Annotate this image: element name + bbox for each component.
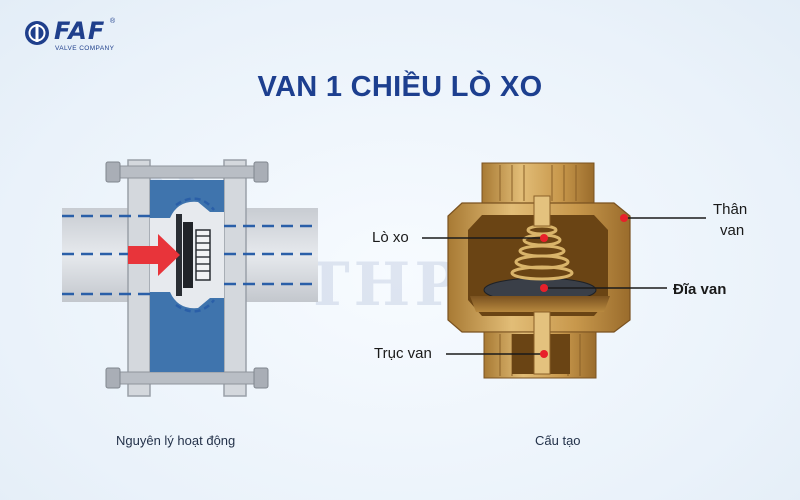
- flow-arrow-icon: [128, 234, 180, 276]
- callout-markers: [540, 214, 628, 358]
- logo-text: FAF: [54, 17, 106, 45]
- valve-cavity-outline: [175, 197, 215, 313]
- label-disc: Đĩa van: [673, 281, 727, 298]
- label-spring: Lò xo: [372, 229, 409, 246]
- structure-diagram: [422, 162, 706, 379]
- page-title: VAN 1 CHIỀU LÒ XO: [257, 71, 543, 103]
- flange-right: [223, 159, 247, 397]
- caption-structure: Cấu tạo: [535, 433, 581, 448]
- valve-seat: [470, 296, 610, 312]
- callout-lines: [422, 217, 706, 355]
- valve-stem-top: [533, 195, 551, 227]
- flow-lines: [62, 214, 318, 296]
- marker-body: [620, 214, 628, 222]
- logo-registered-mark: ®: [110, 18, 116, 25]
- valve-stem-lower: [533, 311, 551, 375]
- flange-left: [127, 159, 151, 397]
- label-body-line1: Thân: [713, 201, 748, 218]
- caption-working-principle: Nguyên lý hoạt động: [116, 433, 236, 448]
- faf-logo-mark-icon: [25, 21, 49, 45]
- valve-top-threads: [481, 162, 595, 204]
- top-thread-ridges: [499, 165, 577, 201]
- faf-logo: FAF ® VALVE COMPANY: [24, 16, 124, 54]
- label-body-line2: van: [720, 222, 745, 239]
- marker-disc: [540, 284, 548, 292]
- marker-stem: [540, 350, 548, 358]
- bolt-top: [105, 161, 269, 183]
- label-stem: Trục van: [374, 345, 432, 362]
- valve-spring-coil: [510, 224, 574, 281]
- marker-spring: [540, 234, 548, 242]
- logo-subtext: VALVE COMPANY: [55, 45, 115, 52]
- bolt-bottom: [105, 367, 269, 389]
- working-principle-diagram: [62, 159, 318, 397]
